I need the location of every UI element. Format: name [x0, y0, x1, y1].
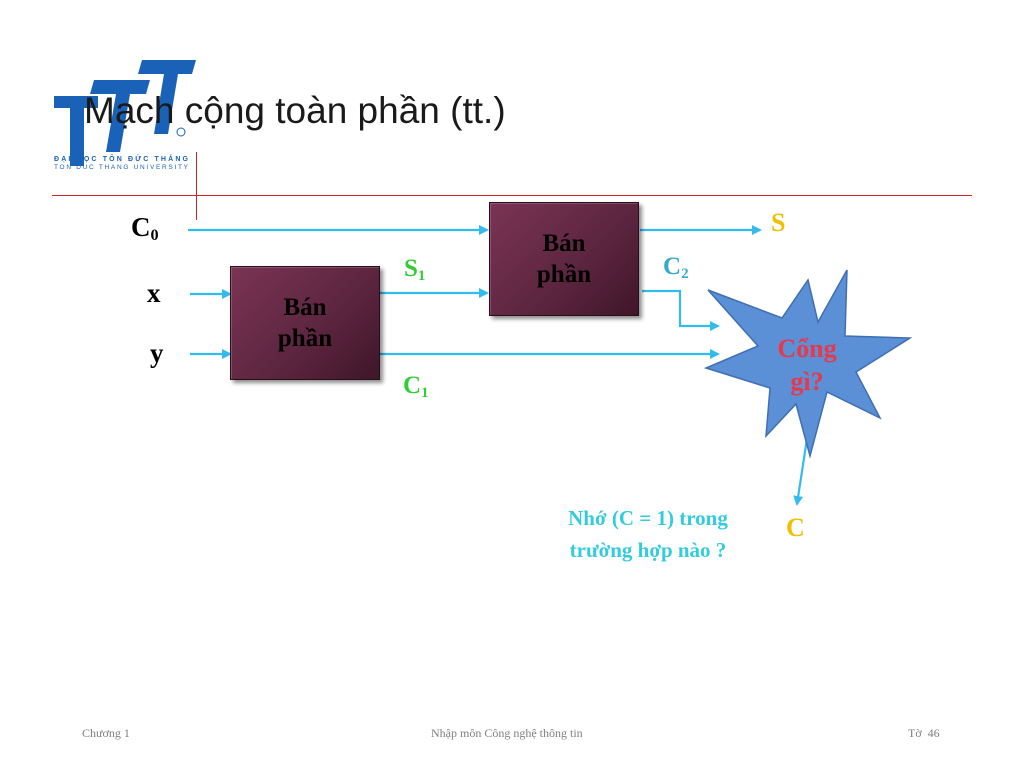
half-adder-2: Bán phần [489, 202, 639, 316]
logo-line2: TON DUC THANG UNIVERSITY [54, 164, 189, 171]
half-adder-2-line1: Bán [542, 229, 586, 257]
gate-label-line1: Cổng [777, 334, 837, 363]
logo-divider [196, 152, 197, 220]
half-adder-2-line2: phần [536, 261, 592, 288]
input-c0-label: C0 [131, 212, 159, 245]
c2-label: C2 [663, 253, 689, 282]
unknown-gate-star [703, 269, 913, 458]
note-line2: trường hợp nào ? [569, 537, 727, 562]
carry-question-note: Nhớ (C = 1) trong trường hợp nào ? [540, 503, 756, 566]
footer-page-number: Tờ 46 [908, 726, 940, 740]
half-adder-1-line2: phần [277, 325, 333, 352]
wire-c2 [642, 289, 720, 331]
half-adder-1: Bán phần [230, 266, 380, 380]
university-logo: ĐẠI HỌC TÔN ĐỨC THẮNG TON DUC THANG UNIV… [54, 60, 196, 171]
s1-label: S1 [404, 255, 426, 284]
output-s-label: S [771, 208, 786, 237]
footer-course: Nhập môn Công nghệ thông tin [431, 726, 583, 740]
half-adder-1-line1: Bán [283, 293, 327, 321]
gate-label-line2: gì? [790, 366, 824, 396]
c1-label: C1 [403, 372, 429, 401]
input-x-label: x [147, 278, 161, 308]
footer-chapter: Chương 1 [82, 726, 130, 740]
gate-label: Cổng gì? [752, 333, 862, 398]
title-underline [52, 195, 972, 196]
output-c-label: C [786, 513, 805, 542]
input-y-label: y [150, 338, 164, 368]
note-line1: Nhớ (C = 1) trong [568, 506, 728, 530]
logo-line1: ĐẠI HỌC TÔN ĐỨC THẮNG [54, 154, 189, 163]
slide-title: Mạch cộng toàn phần (tt.) [84, 90, 506, 131]
